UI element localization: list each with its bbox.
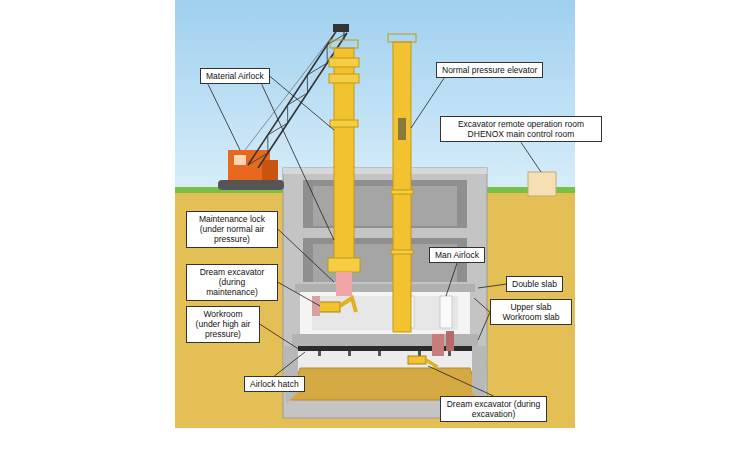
- callout-label: Man Airlock: [435, 250, 479, 260]
- caisson-body-part: [318, 351, 321, 356]
- dream-excavator-maintenance: [312, 296, 356, 316]
- dream-excavator-maintenance-part: [318, 302, 340, 312]
- dream-excavator-excavation: [408, 356, 436, 372]
- dream-excavator-excavation-part: [408, 356, 426, 364]
- leader-line: [474, 298, 490, 312]
- man-airlock-cylinders-part: [440, 296, 452, 328]
- callout-label: Material Airlock: [206, 71, 264, 81]
- dream-excavator-maintenance-part: [340, 298, 356, 312]
- callout-label: Double slab: [512, 279, 557, 289]
- callout-box: Man Airlock: [429, 247, 485, 263]
- callout-box: Workroom (under high air pressure): [186, 306, 260, 343]
- callout-box: Airlock hatch: [244, 376, 305, 392]
- crane-part: [262, 160, 278, 180]
- material-airlock-tube-part: [330, 120, 358, 127]
- crane-part: [218, 180, 284, 190]
- callout-box: Dream excavator (during maintenance): [186, 264, 278, 301]
- callout-box: Dream excavator (during excavation): [440, 396, 547, 422]
- caisson-body-part: [283, 168, 487, 174]
- callout-label: Dream excavator (during maintenance): [192, 267, 272, 298]
- crane-part: [234, 155, 246, 165]
- material-airlock-tube-part: [336, 272, 352, 296]
- callout-label: Upper slab Workroom slab: [496, 302, 566, 322]
- material-airlock-tube-part: [329, 58, 359, 67]
- caisson-body-part: [298, 346, 472, 351]
- leader-line: [260, 324, 300, 350]
- normal-pressure-elevator-tube-part: [391, 190, 413, 194]
- crane-part: [245, 30, 337, 150]
- callout-box: Upper slab Workroom slab: [490, 299, 572, 325]
- sky-part: [175, 0, 575, 192]
- leader-line: [208, 84, 240, 150]
- caisson-body-part: [348, 351, 351, 356]
- normal-pressure-elevator-tube: [388, 34, 416, 332]
- callout-box: Normal pressure elevator: [436, 62, 543, 78]
- caisson-body-part: [303, 180, 467, 228]
- callout-label: Airlock hatch: [250, 379, 299, 389]
- control-room-part: [528, 172, 556, 196]
- normal-pressure-elevator-tube-part: [391, 250, 413, 254]
- caisson-body: [283, 168, 487, 418]
- sky: [175, 0, 575, 192]
- man-airlock-cylinders-part: [432, 334, 444, 356]
- leader-line: [278, 229, 334, 282]
- leader-line: [278, 282, 320, 306]
- man-airlock-cylinders-part: [446, 331, 454, 351]
- caisson-body-part: [283, 346, 298, 404]
- caisson-body-part: [448, 351, 451, 356]
- normal-pressure-elevator-tube-part: [393, 42, 411, 332]
- callout-label: Dream excavator (during excavation): [446, 399, 541, 419]
- crane-part: [248, 33, 347, 165]
- dream-excavator-maintenance-part: [312, 296, 320, 316]
- callout-label: Normal pressure elevator: [442, 65, 537, 75]
- caisson-body-part: [300, 292, 470, 334]
- leader-line: [446, 263, 457, 296]
- caisson-body-part: [378, 351, 381, 356]
- callout-box: Maintenance lock (under normal air press…: [186, 211, 278, 248]
- control-room: [528, 172, 556, 196]
- caisson-body-part: [312, 296, 458, 330]
- leader-line: [521, 142, 541, 172]
- material-airlock-tube: [328, 40, 360, 296]
- dream-excavator-excavation-part: [426, 360, 436, 372]
- callout-box: Material Airlock: [200, 68, 270, 84]
- leader-line: [428, 366, 494, 396]
- crane-part: [248, 30, 337, 165]
- caisson-body-part: [283, 168, 487, 418]
- callout-label: Excavator remote operation room DHENOX m…: [446, 119, 596, 139]
- ground: [175, 187, 575, 428]
- leader-line: [478, 312, 490, 340]
- material-airlock-tube-part: [329, 74, 359, 83]
- normal-pressure-elevator-tube-part: [388, 34, 416, 42]
- callout-label: Workroom (under high air pressure): [192, 309, 254, 340]
- leader-line: [274, 352, 305, 376]
- callout-box: Double slab: [506, 276, 563, 292]
- callout-label: Maintenance lock (under normal air press…: [192, 214, 272, 245]
- leader-line: [478, 284, 506, 288]
- normal-pressure-elevator-tube-part: [398, 118, 406, 140]
- crane-part: [344, 32, 345, 40]
- material-airlock-tube-part: [328, 258, 360, 272]
- material-airlock-tube-part: [330, 40, 358, 48]
- caisson-body-part: [418, 351, 421, 356]
- crane: [218, 24, 349, 190]
- crane-part: [333, 24, 349, 32]
- callout-box: Excavator remote operation room DHENOX m…: [440, 116, 602, 142]
